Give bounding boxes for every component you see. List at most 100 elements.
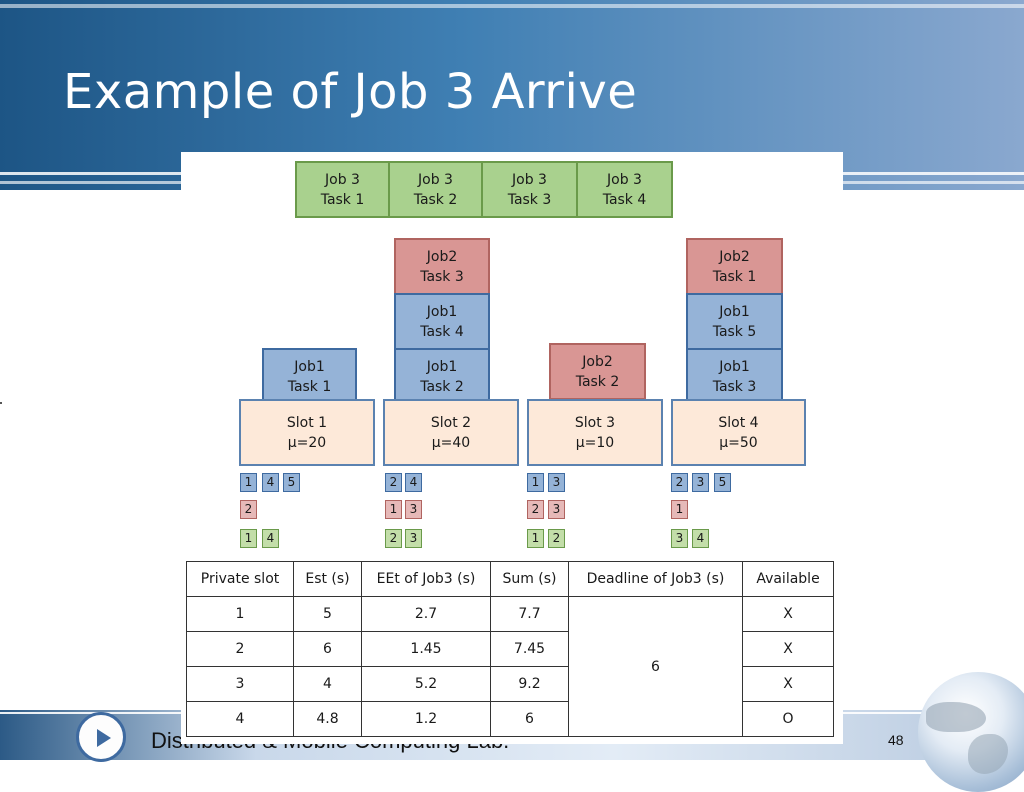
queue-blue: 5 xyxy=(714,473,731,492)
task-label: Task 1 xyxy=(287,378,332,395)
slot2-task-stack-2: Job1 Task 4 xyxy=(394,293,490,350)
slot-4: Slot 4 µ=50 xyxy=(671,399,806,466)
slot-3: Slot 3 µ=10 xyxy=(527,399,663,466)
table-header: Private slot xyxy=(186,561,294,597)
queue-red: 3 xyxy=(548,500,565,519)
table-cell: X xyxy=(742,631,834,667)
queue-blue: 2 xyxy=(385,473,402,492)
task-job: Job1 xyxy=(294,358,325,375)
slot-mu: µ=10 xyxy=(575,434,615,451)
slot-1: Slot 1 µ=20 xyxy=(239,399,375,466)
queue-blue: 1 xyxy=(240,473,257,492)
slot4-task-stack-3: Job2 Task 1 xyxy=(686,238,783,295)
table-header: Available xyxy=(742,561,834,597)
table-cell: O xyxy=(742,701,834,737)
table-header: Est (s) xyxy=(293,561,362,597)
play-icon xyxy=(97,729,111,747)
table-cell: 4 xyxy=(186,701,294,737)
queue-green: 4 xyxy=(262,529,279,548)
job3-task-1: Job 3 Task 1 xyxy=(295,161,390,218)
queue-blue: 2 xyxy=(671,473,688,492)
slot-name: Slot 4 xyxy=(718,414,759,431)
slot-2: Slot 2 µ=40 xyxy=(383,399,519,466)
task-job: Job1 xyxy=(719,358,750,375)
slot1-task-stack-1: Job1 Task 1 xyxy=(262,348,357,405)
task-label: Task 5 xyxy=(712,323,757,340)
queue-green: 4 xyxy=(692,529,709,548)
task-job: Job 3 xyxy=(325,171,360,188)
slot4-task-stack-2: Job1 Task 5 xyxy=(686,293,783,350)
slot2-task-stack-3: Job2 Task 3 xyxy=(394,238,490,295)
job3-task-2: Job 3 Task 2 xyxy=(388,161,483,218)
queue-green: 3 xyxy=(405,529,422,548)
task-label: Task 2 xyxy=(413,191,458,208)
slot-name: Slot 2 xyxy=(430,414,472,431)
task-label: Task 2 xyxy=(575,373,620,390)
queue-blue: 3 xyxy=(548,473,565,492)
slot-mu: µ=20 xyxy=(287,434,327,451)
queue-green: 2 xyxy=(385,529,402,548)
table-cell: X xyxy=(742,596,834,632)
slot3-task-stack-1: Job2 Task 2 xyxy=(549,343,646,400)
slot-availability-table: Private slot Est (s) EEt of Job3 (s) Sum… xyxy=(186,561,834,737)
slot-name: Slot 1 xyxy=(286,414,328,431)
table-cell: 6 xyxy=(293,631,362,667)
table-row: 3 4 5.2 9.2 X xyxy=(186,666,834,702)
table-row: 4 4.8 1.2 6 O xyxy=(186,701,834,737)
globe-icon xyxy=(918,672,1024,792)
task-job: Job 3 xyxy=(512,171,547,188)
slot4-task-stack-1: Job1 Task 3 xyxy=(686,348,783,405)
task-job: Job 3 xyxy=(418,171,453,188)
slot-mu: µ=40 xyxy=(431,434,471,451)
deadline-cell: 6 xyxy=(568,596,743,737)
table-header-row: Private slot Est (s) EEt of Job3 (s) Sum… xyxy=(186,561,834,597)
task-job: Job1 xyxy=(719,303,750,320)
task-label: Task 1 xyxy=(320,191,365,208)
queue-green: 1 xyxy=(527,529,544,548)
task-job: Job2 xyxy=(426,248,458,265)
table-header: Sum (s) xyxy=(490,561,569,597)
table-cell: 6 xyxy=(490,701,569,737)
queue-blue: 4 xyxy=(405,473,422,492)
task-job: Job1 xyxy=(426,358,458,375)
table-cell: 2.7 xyxy=(361,596,491,632)
task-label: Task 4 xyxy=(602,191,647,208)
slot-mu: µ=50 xyxy=(719,434,758,451)
queue-green: 2 xyxy=(548,529,565,548)
table-cell: 1 xyxy=(186,596,294,632)
task-job: Job1 xyxy=(426,303,458,320)
table-cell: 3 xyxy=(186,666,294,702)
play-button[interactable] xyxy=(76,712,126,762)
queue-green: 3 xyxy=(671,529,688,548)
queue-blue: 4 xyxy=(262,473,279,492)
queue-red: 1 xyxy=(385,500,402,519)
task-label: Task 1 xyxy=(712,268,757,285)
job3-task-4: Job 3 Task 4 xyxy=(576,161,673,218)
queue-green: 1 xyxy=(240,529,257,548)
table-cell: 2 xyxy=(186,631,294,667)
slide-title: Example of Job 3 Arrive xyxy=(63,64,638,120)
task-job: Job 3 xyxy=(607,171,642,188)
task-label: Task 3 xyxy=(712,378,757,395)
header-stripe xyxy=(0,4,1024,8)
table-header: EEt of Job3 (s) xyxy=(361,561,491,597)
task-label: Task 4 xyxy=(420,323,464,340)
queue-red: 2 xyxy=(527,500,544,519)
table-cell: 4 xyxy=(293,666,362,702)
table-row: 1 5 2.7 7.7 6 X xyxy=(186,596,834,737)
table-cell: X xyxy=(742,666,834,702)
queue-blue: 1 xyxy=(527,473,544,492)
queue-blue: 5 xyxy=(283,473,300,492)
task-label: Task 3 xyxy=(420,268,464,285)
task-label: Task 3 xyxy=(507,191,552,208)
task-job: Job2 xyxy=(719,248,750,265)
table-cell: 7.45 xyxy=(490,631,569,667)
slot2-task-stack-1: Job1 Task 2 xyxy=(394,348,490,405)
queue-red: 2 xyxy=(240,500,257,519)
queue-red: 1 xyxy=(671,500,688,519)
table-cell: 5.2 xyxy=(361,666,491,702)
table-cell: 7.7 xyxy=(490,596,569,632)
table-cell: 9.2 xyxy=(490,666,569,702)
table-header: Deadline of Job3 (s) xyxy=(568,561,743,597)
table-cell: 4.8 xyxy=(293,701,362,737)
